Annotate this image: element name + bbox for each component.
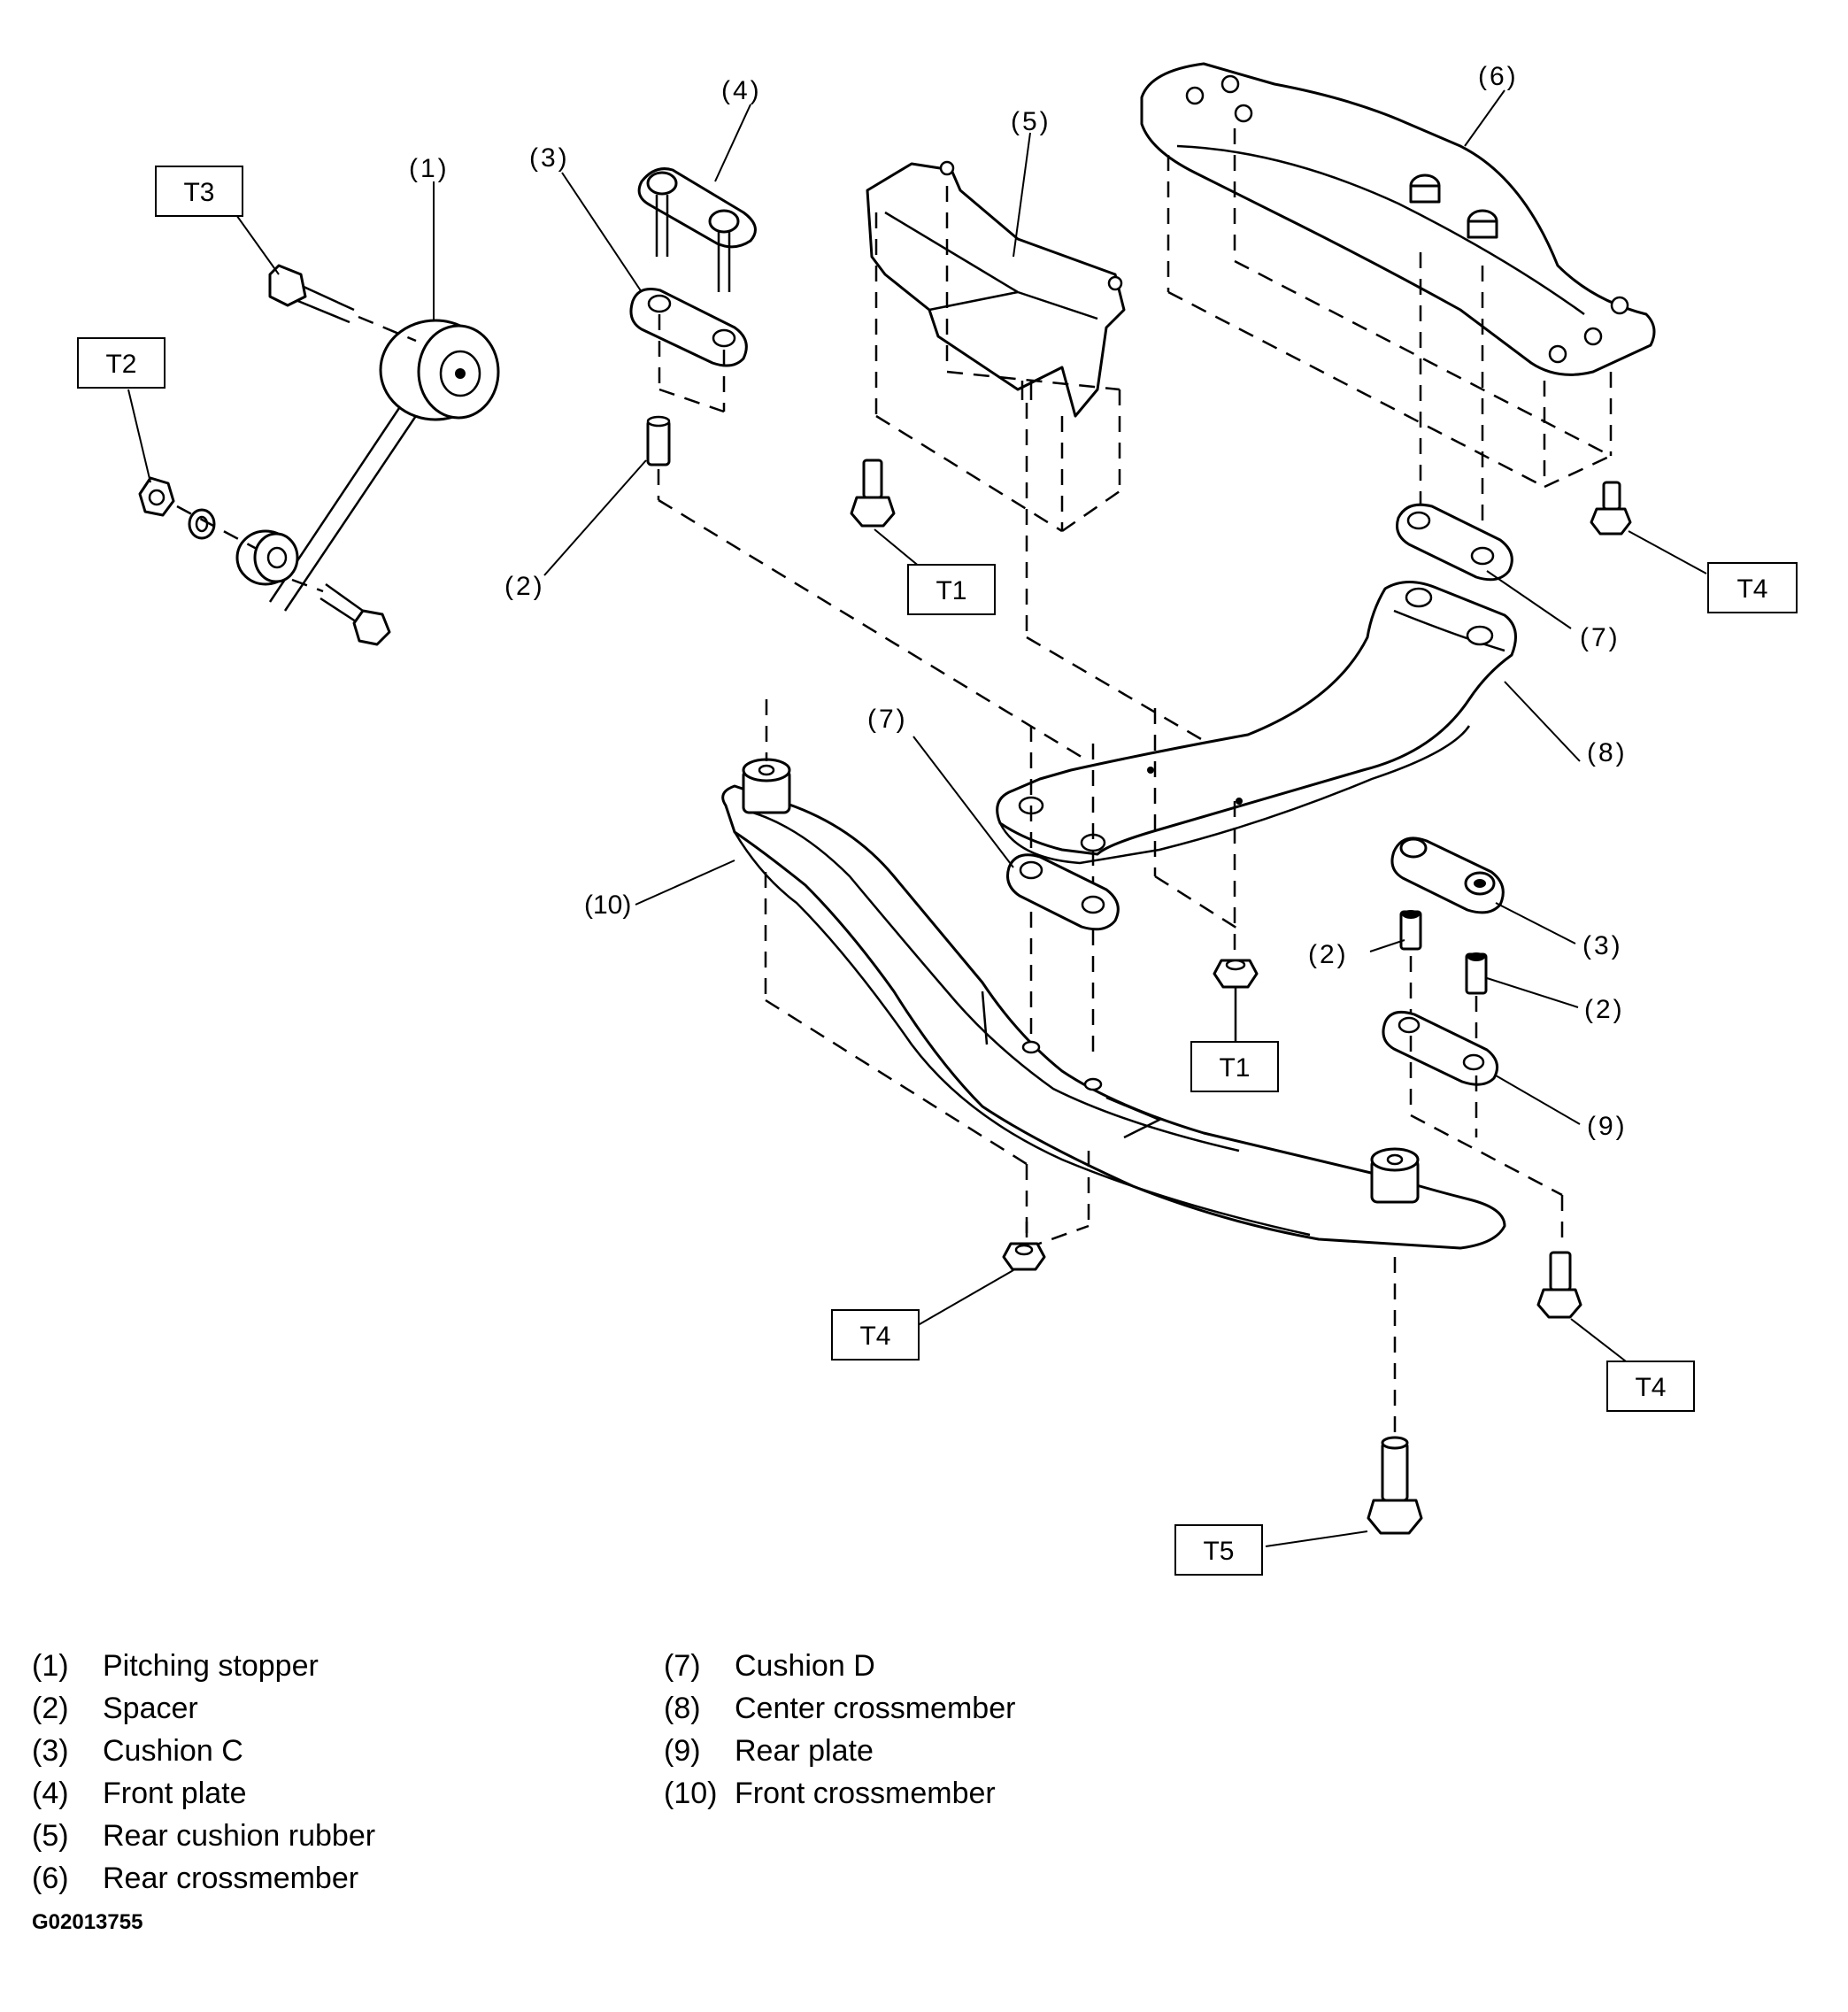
legend-item: (7)Cushion D: [664, 1649, 875, 1683]
callout-5: (5): [1011, 107, 1051, 136]
spacers-lower: [1399, 910, 1488, 1053]
torque-t3: T3: [183, 178, 214, 207]
bolt-t4-upper: [1590, 481, 1632, 536]
legend-item: (3)Cushion C: [32, 1734, 243, 1768]
rear-cushion-rubber: [866, 160, 1240, 763]
legend-item: (4)Front plate: [32, 1777, 247, 1810]
torque-t2: T2: [105, 350, 136, 379]
bolt-t4-lower-right: [1536, 1251, 1582, 1319]
legend-item: (1)Pitching stopper: [32, 1649, 319, 1683]
center-crossmember: [996, 581, 1517, 1062]
legend-item: (8)Center crossmember: [664, 1692, 1016, 1725]
front-plate: [637, 167, 757, 292]
callout-7-lower: (7): [867, 705, 908, 734]
bolt-t3: [268, 264, 417, 343]
bolt-t1-upper: [850, 459, 896, 528]
cushion-c-upper: [629, 288, 748, 413]
callout-2-lower-left: (2): [1308, 940, 1349, 969]
cushion-d-lower: [1006, 853, 1120, 931]
figure-code: G02013755: [32, 1910, 143, 1934]
legend-item: (5)Rear cushion rubber: [32, 1819, 376, 1853]
torque-t1-lower: T1: [1219, 1053, 1250, 1083]
callout-3-lower: (3): [1582, 931, 1623, 960]
legend-column-left: (1)Pitching stopper (2)Spacer (3)Cushion…: [32, 1645, 375, 1900]
cushion-c-lower: [1390, 836, 1505, 914]
callouts: (1) (3) (4) (5) (6) (2) (7) (8) (7) (10)…: [409, 62, 1628, 1141]
callout-8: (8): [1587, 738, 1628, 767]
lower-bolt: [291, 578, 391, 646]
torque-t4-lower-left: T4: [859, 1322, 890, 1351]
nut-t4-lower: [1002, 1242, 1046, 1271]
callout-3-upper: (3): [529, 143, 570, 173]
callout-10: (10): [584, 890, 631, 920]
cushion-d-upper: [1396, 503, 1513, 582]
nut-t2: [138, 476, 258, 551]
leader-lines: [127, 89, 1707, 1547]
rear-crossmember: [1140, 62, 1656, 540]
legend-column-right: (7)Cushion D (8)Center crossmember (9)Re…: [664, 1645, 1015, 1815]
spacer-upper-left: [646, 415, 1090, 763]
pitching-stopper: [235, 319, 500, 612]
torque-t4-upper-right: T4: [1736, 574, 1767, 604]
callout-6: (6): [1478, 62, 1519, 91]
callout-2-upper-left: (2): [504, 572, 545, 601]
torque-t4-lower-right: T4: [1635, 1373, 1666, 1402]
legend-item: (2)Spacer: [32, 1692, 198, 1725]
front-crossmember: [721, 699, 1506, 1443]
bolt-t5: [1367, 1436, 1423, 1535]
legend-item: (10)Front crossmember: [664, 1777, 996, 1810]
callout-2-lower-right: (2): [1584, 995, 1625, 1024]
torque-t1-upper: T1: [936, 576, 966, 605]
rear-plate: [1382, 1011, 1564, 1248]
legend-item: (9)Rear plate: [664, 1734, 874, 1768]
callout-4: (4): [721, 76, 762, 105]
torque-labels: T3 T2 T1 T4 T1 T4 T4 T5: [77, 166, 1798, 1576]
legend-item: (6)Rear crossmember: [32, 1862, 359, 1895]
callout-7-upper: (7): [1580, 623, 1621, 652]
callout-1: (1): [409, 154, 450, 183]
nut-t1-lower: [1213, 959, 1259, 1045]
callout-9: (9): [1587, 1112, 1628, 1141]
torque-t5: T5: [1203, 1537, 1234, 1566]
